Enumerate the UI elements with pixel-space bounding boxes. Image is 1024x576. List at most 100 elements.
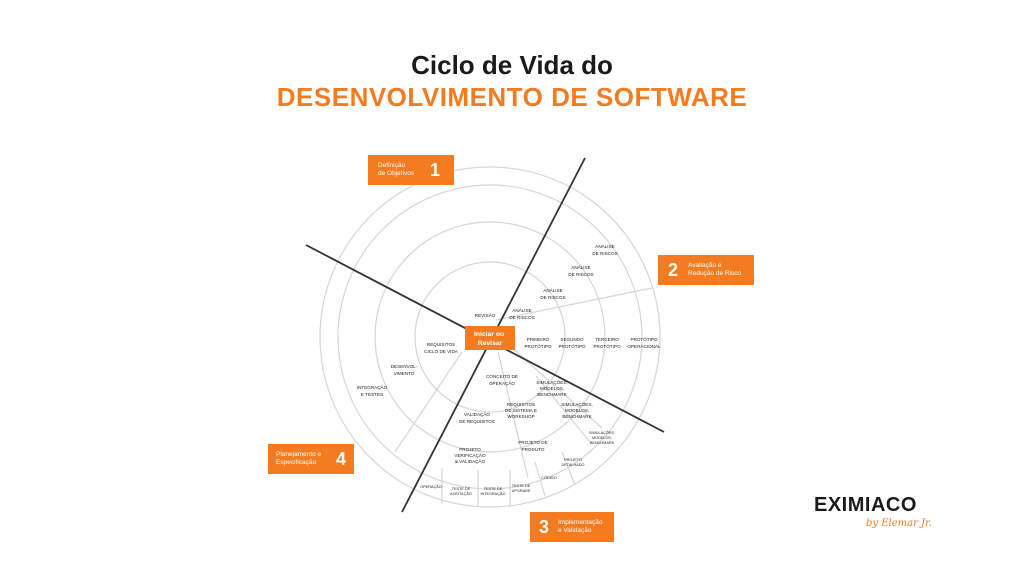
label-prototipo-4b: OPERACIONAL (627, 344, 661, 349)
label-prototipo-3b: PROTÓTIPO (593, 343, 620, 349)
label-requisitos-ciclo-a: REQUISITOS (427, 342, 455, 347)
svg-text:Iniciar ou Revisar: Iniciar ou Revisar (474, 331, 506, 347)
quadrant-2-line-2: Redução de Risco (688, 270, 742, 277)
label-projeto-detalhado-b: DETALHADO (562, 463, 585, 467)
label-conceito-b: OPERAÇÃO (489, 380, 515, 386)
logo-name: EXIMIACO (814, 494, 917, 516)
quadrant-1-number: 1 (430, 159, 441, 180)
label-teste-integracao-a: TESTE DE (484, 487, 503, 491)
label-projeto-detalhado-a: PROJETO (564, 458, 582, 462)
label-requisitos-sistema-b: DE SISTEMA E (505, 408, 537, 413)
quadrant-1-line-2: de Objetivos (378, 170, 415, 177)
center-label-1: Iniciar ou (474, 331, 504, 338)
label-projeto-produto-a: PROJETO DE (518, 440, 547, 445)
divider-9 (534, 461, 546, 497)
divider-1 (495, 287, 653, 321)
label-teste-upgrade-b: UPGRADE (512, 489, 531, 493)
label-requisitos-sistema-c: WORKSHOP (507, 414, 534, 419)
label-operacao: OPERAÇÃO (420, 484, 442, 489)
label-validacao-a: VALIDAÇÃO (464, 411, 490, 417)
label-teste-aceitacao-b: ACEITAÇÃO (450, 491, 472, 496)
svg-text:SIMULAÇÕES,MODELOS,BENCHMARK: SIMULAÇÕES,MODELOS,BENCHMARK (589, 430, 615, 445)
label-desenvolvimento-a: DESENVOL- (391, 364, 418, 369)
divider-3 (497, 351, 529, 479)
label-prototipo-2b: PROTÓTIPO (558, 343, 585, 349)
label-prototipo-2a: SEGUNDO (560, 337, 584, 342)
label-simulacoes-3c: BENCHMARK (590, 441, 615, 445)
title-line-2: DESENVOLVIMENTO DE SOFTWARE (276, 82, 748, 112)
label-teste-upgrade-a: TESTE DE (512, 484, 531, 488)
label-analise-1b: DE RISCOS (509, 315, 534, 320)
label-simulacoes-1c: BENCHMARK (537, 392, 567, 397)
quadrant-3-line-1: Implementação (558, 519, 603, 526)
label-teste-integracao-b: INTEGRAÇÃO (480, 491, 505, 496)
label-analise-4a: ANÁLISE (595, 243, 614, 249)
quadrant-4-number: 4 (336, 448, 347, 469)
quadrant-box-2: 2 Avaliação e Redução de Risco (658, 255, 754, 285)
label-simulacoes-1b: MODELOS, (540, 386, 564, 391)
center-label-2: Revisar (478, 340, 503, 347)
label-simulacoes-2b: MODELOS, (565, 408, 589, 413)
label-conceito-a: CONCEITO DE (486, 374, 518, 379)
label-integracao-a: INTEGRAÇÃO (357, 384, 388, 390)
label-simulacoes-1a: SIMULAÇÕES, (536, 379, 567, 385)
label-simulacoes-2c: BENCHMARK (562, 414, 592, 419)
quadrant-2-number: 2 (668, 259, 679, 280)
quadrant-box-4: Planejamento e Especificação 4 (268, 444, 354, 474)
label-analise-2b: DE RISCOS (540, 295, 565, 300)
quadrant-1-line-1: Definição (378, 162, 406, 169)
svg-text:DESENVOL-VIMENTO: DESENVOL-VIMENTO (391, 364, 418, 376)
title-line-1: Ciclo de Vida do (411, 50, 613, 80)
divider-5 (535, 375, 591, 443)
quadrant-3-number: 3 (539, 516, 550, 537)
ring-4 (319, 166, 661, 508)
label-analise-3b: DE RISCOS (568, 272, 593, 277)
center-box (465, 326, 515, 350)
label-prototipo-1b: PROTÓTIPO (524, 343, 551, 349)
label-analise-2a: ANÁLISE (543, 287, 562, 293)
label-validacao-b: DE REQUISITOS (459, 419, 495, 424)
quadrant-box-1: Definição de Objetivos 1 (368, 155, 454, 185)
divider-10 (561, 451, 576, 486)
label-projeto-verificacao-b: VERIFICAÇÃO (454, 452, 486, 458)
ring-1 (414, 261, 566, 413)
logo-byline: by Elemar Jr. (866, 518, 932, 529)
label-simulacoes-3a: SIMULAÇÕES, (589, 430, 615, 435)
label-projeto-verificacao-c: & VALIDAÇÃO (455, 458, 486, 464)
svg-text:SIMULAÇÕES,MODELOS,BENCHMARK: SIMULAÇÕES,MODELOS,BENCHMARK (561, 401, 592, 419)
label-codigo: CÓDIGO (541, 475, 556, 480)
eximiaco-logo: EXIMIACO by Elemar Jr. (814, 494, 944, 544)
quadrant-4-line-1: Planejamento e (276, 451, 322, 458)
ring-3 (337, 184, 643, 490)
label-simulacoes-2a: SIMULAÇÕES, (561, 401, 592, 407)
label-revisao: REVISÃO (475, 312, 496, 318)
label-prototipo-3a: TERCEIRO (595, 337, 619, 342)
label-simulacoes-3b: MODELOS, (592, 436, 612, 440)
label-prototipo-4a: PROTÓTIPO (630, 336, 657, 342)
label-projeto-produto-b: PRODUTO (522, 447, 545, 452)
quadrant-3-line-2: e Validação (558, 527, 592, 534)
label-analise-3a: ANÁLISE (571, 264, 590, 270)
label-analise-4b: DE RISCOS (592, 251, 617, 256)
label-requisitos-sistema-a: REQUISITOS (507, 402, 535, 407)
